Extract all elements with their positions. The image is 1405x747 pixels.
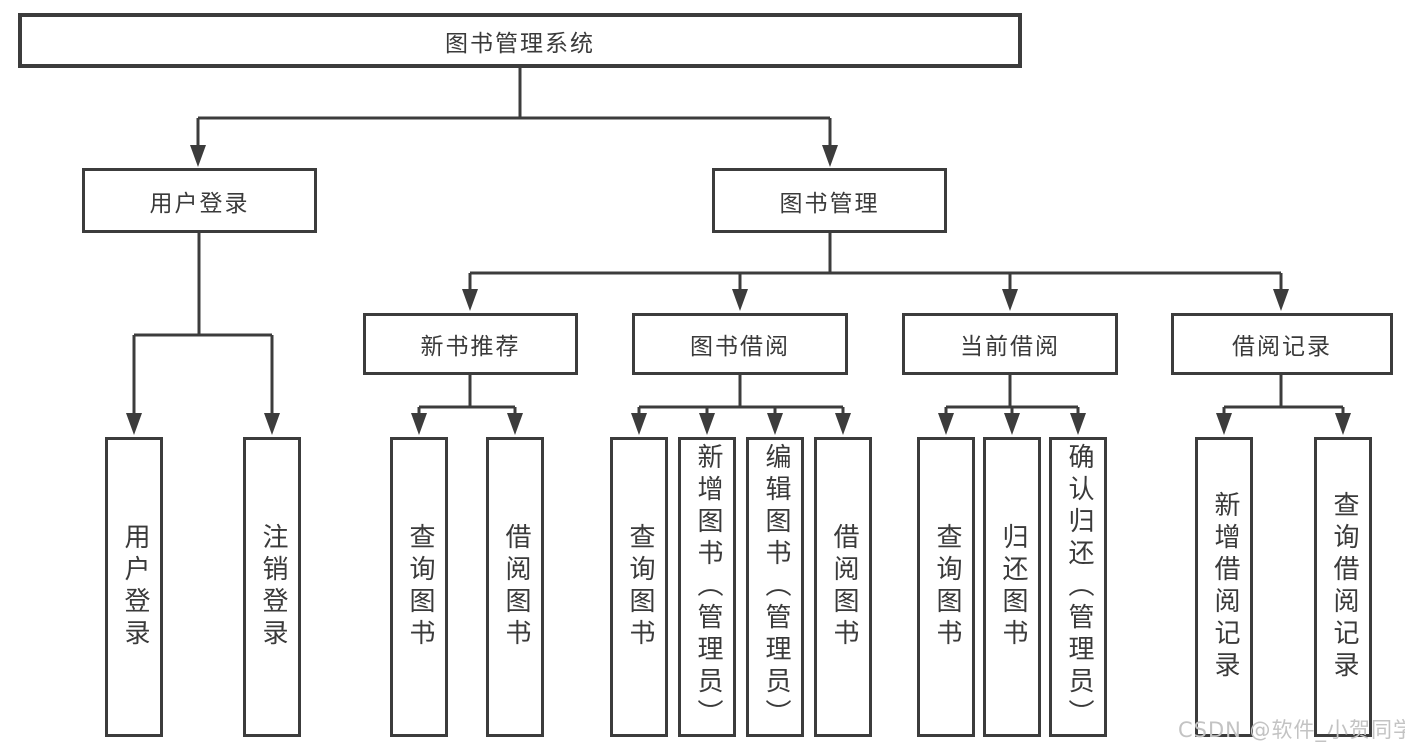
- leaf-borrow-borrow-books: 借阅图书: [814, 437, 872, 737]
- leaf-add-books-admin-label: 新增图书（管理员）: [692, 443, 723, 731]
- leaf-add-borrow-record: 新增借阅记录: [1195, 437, 1253, 737]
- leaf-borrow-query-books-label: 查询图书: [624, 523, 655, 651]
- leaf-logout: 注销登录: [243, 437, 301, 737]
- node-current-borrow: 当前借阅: [902, 313, 1118, 375]
- leaf-newbook-query-books: 查询图书: [390, 437, 448, 737]
- csdn-watermark: CSDN @软件_小贺同学: [1178, 718, 1405, 742]
- leaf-return-books: 归还图书: [983, 437, 1041, 737]
- leaf-add-books-admin: 新增图书（管理员）: [678, 437, 736, 737]
- leaf-logout-label: 注销登录: [257, 523, 288, 651]
- leaf-current-query-books-label: 查询图书: [931, 523, 962, 651]
- leaf-confirm-return-admin: 确认归还（管理员）: [1049, 437, 1107, 737]
- leaf-newbook-query-books-label: 查询图书: [404, 523, 435, 651]
- leaf-newbook-borrow-books: 借阅图书: [486, 437, 544, 737]
- leaf-borrow-borrow-books-label: 借阅图书: [828, 523, 859, 651]
- node-new-book-recommend: 新书推荐: [363, 313, 578, 375]
- leaf-edit-books-admin: 编辑图书（管理员）: [746, 437, 804, 737]
- node-user-login: 用户登录: [82, 168, 317, 233]
- leaf-user-login-label: 用户登录: [119, 523, 150, 651]
- node-borrow-records: 借阅记录: [1171, 313, 1393, 375]
- leaf-newbook-borrow-books-label: 借阅图书: [500, 523, 531, 651]
- leaf-edit-books-admin-label: 编辑图书（管理员）: [760, 443, 791, 731]
- node-library-management-system: 图书管理系统: [18, 13, 1022, 68]
- leaf-confirm-return-admin-label: 确认归还（管理员）: [1063, 443, 1094, 731]
- node-book-management: 图书管理: [712, 168, 947, 233]
- leaf-add-borrow-record-label: 新增借阅记录: [1209, 491, 1240, 683]
- leaf-user-login: 用户登录: [105, 437, 163, 737]
- leaf-return-books-label: 归还图书: [997, 523, 1028, 651]
- leaf-borrow-query-books: 查询图书: [610, 437, 668, 737]
- node-book-borrow: 图书借阅: [632, 313, 848, 375]
- leaf-query-borrow-record-label: 查询借阅记录: [1328, 491, 1359, 683]
- leaf-current-query-books: 查询图书: [917, 437, 975, 737]
- leaf-query-borrow-record: 查询借阅记录: [1314, 437, 1372, 737]
